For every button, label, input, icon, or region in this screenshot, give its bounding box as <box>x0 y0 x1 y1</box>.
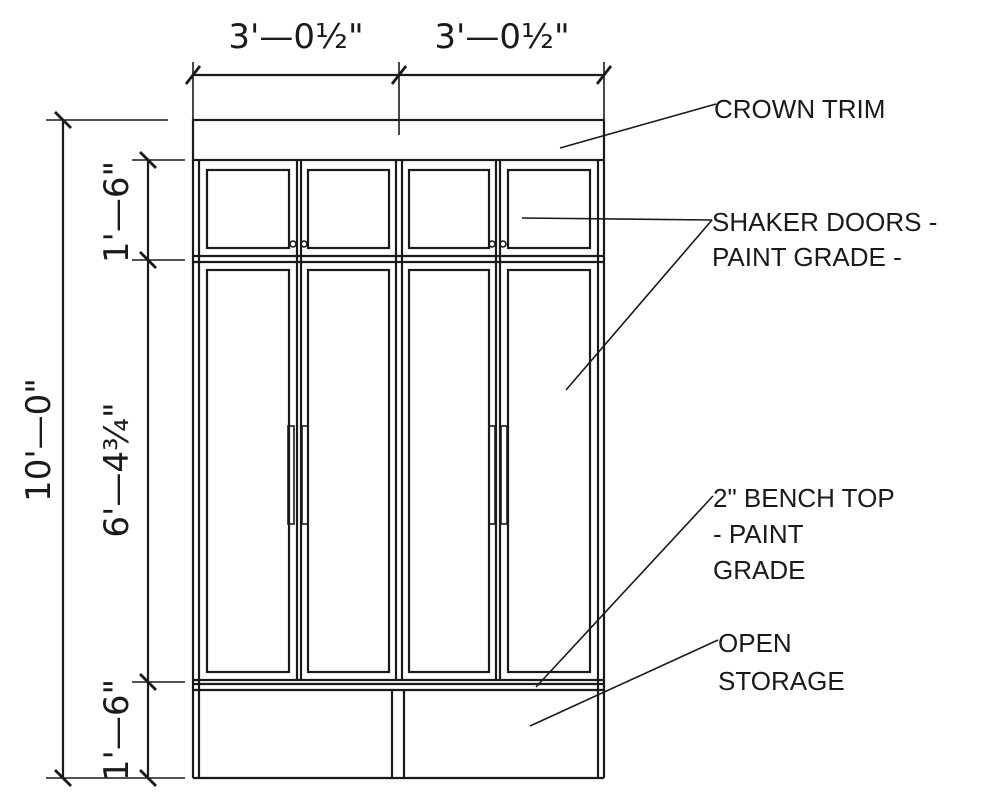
open-storage-label-line2: STORAGE <box>718 666 845 696</box>
upper-door-panels <box>205 168 592 250</box>
tall-panel-2 <box>306 268 391 674</box>
leader-lines <box>521 103 719 727</box>
middle-height-label: 6'—4¾" <box>97 402 137 537</box>
knob-icon <box>499 240 507 248</box>
crown-trim-label: CROWN TRIM <box>714 94 885 124</box>
pull-handle-icon <box>500 425 508 525</box>
knob-icon <box>488 240 496 248</box>
pull-handle-icon <box>287 425 295 525</box>
upper-panel-3 <box>407 168 491 250</box>
lower-height-label: 1'—6" <box>97 679 137 781</box>
bench-top-label-line3: GRADE <box>713 555 805 585</box>
open-storage-label-line1: OPEN <box>718 628 792 658</box>
width-right-label: 3'—0½" <box>434 17 569 57</box>
upper-panel-4 <box>506 168 592 250</box>
tall-door-panels <box>205 268 592 674</box>
width-left-label: 3'—0½" <box>228 17 363 57</box>
total-height-label: 10'—0" <box>19 378 59 502</box>
knob-icon <box>300 240 308 248</box>
section-height-dimensions: 1'—6" 6'—4¾" 1'—6" <box>97 151 185 787</box>
upper-height-label: 1'—6" <box>97 161 137 263</box>
knob-icon <box>289 240 297 248</box>
pull-handle-icon <box>488 425 496 525</box>
callout-labels: CROWN TRIM SHAKER DOORS - PAINT GRADE - … <box>712 94 937 696</box>
tall-panel-1 <box>205 268 291 674</box>
cabinet-body <box>191 118 606 780</box>
pull-handle-icon <box>301 425 309 525</box>
bench-top-label-line1: 2" BENCH TOP <box>713 483 895 513</box>
shaker-doors-label-line1: SHAKER DOORS - <box>712 207 937 237</box>
tall-panel-4 <box>506 268 592 674</box>
tall-panel-3 <box>407 268 491 674</box>
crown-trim <box>191 118 606 162</box>
bench-top-label-line2: - PAINT <box>713 519 804 549</box>
width-dimension: 3'—0½" 3'—0½" <box>184 17 613 135</box>
upper-panel-1 <box>205 168 291 250</box>
upper-panel-2 <box>306 168 391 250</box>
total-height-dimension: 10'—0" <box>19 111 185 787</box>
shaker-doors-label-line2: PAINT GRADE - <box>712 242 902 272</box>
